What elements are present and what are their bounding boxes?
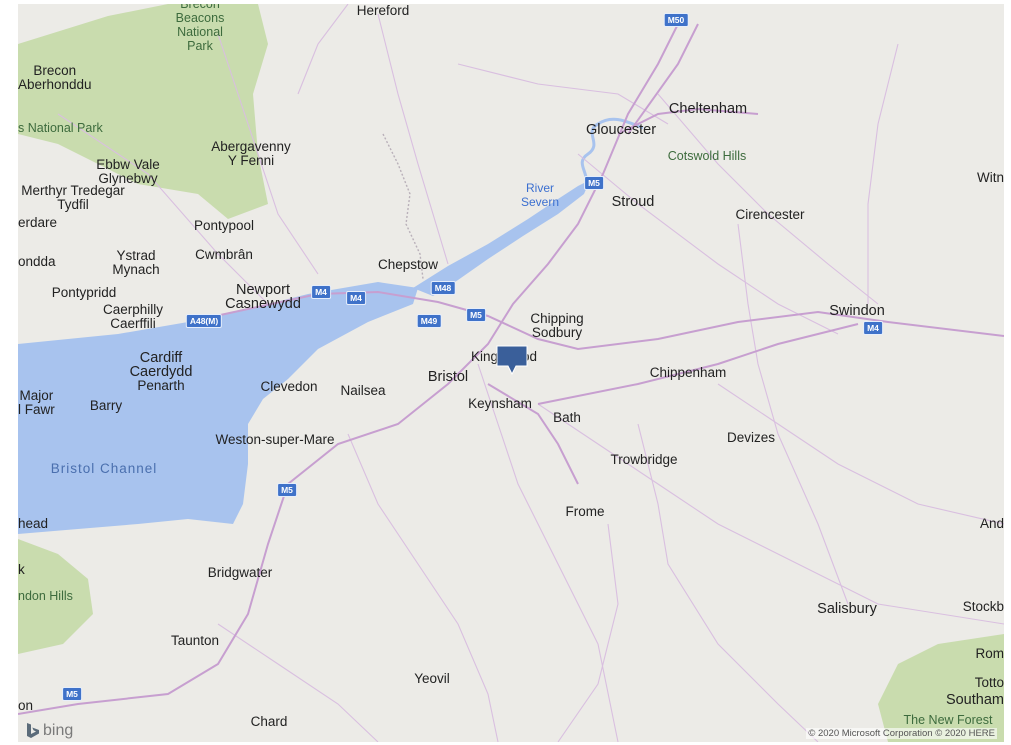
- place-label-totton: Totto: [974, 675, 1004, 690]
- place-label-pontypool: Pontypool: [193, 218, 255, 233]
- place-label-penarth: Penarth: [137, 378, 185, 393]
- a4-road: [537, 323, 859, 405]
- place-label-caerphilly: Caerphilly Caerffili: [102, 302, 164, 331]
- place-label-new-forest: The New Forest: [903, 713, 993, 727]
- bing-brand-text: bing: [43, 722, 74, 739]
- place-label-salisbury: Salisbury: [817, 601, 877, 617]
- place-label-gloucester: Gloucester: [585, 122, 657, 138]
- place-label-witney: Witn: [977, 170, 1004, 185]
- place-label-cardiff: Cardiff Caerdydd: [129, 350, 193, 380]
- place-label-chippenham: Chippenham: [649, 365, 727, 380]
- place-label-minehead: head: [18, 516, 49, 531]
- m4-newport-shield: M4: [311, 285, 331, 299]
- m4-severn-shield: M4: [346, 291, 366, 305]
- m4-swindon-shield: M4: [863, 321, 883, 335]
- place-label-aberdare: erdare: [18, 215, 58, 230]
- a40-road: [617, 107, 759, 135]
- place-label-abergavenny: Abergavenny Y Fenni: [211, 139, 291, 168]
- m50-shield: M50: [663, 13, 689, 27]
- new-forest-park-area: [878, 634, 1004, 742]
- place-label-southampton: Southam: [945, 692, 1004, 708]
- m5-motorway: [18, 23, 679, 715]
- place-label-keynsham: Keynsham: [468, 396, 532, 411]
- place-label-llantwit-major: Major l Fawr: [18, 388, 55, 417]
- place-label-tiverton: on: [18, 698, 34, 713]
- place-label-cheltenham: Cheltenham: [668, 101, 748, 117]
- place-label-andover: And: [979, 516, 1004, 531]
- place-label-stroud: Stroud: [611, 194, 655, 210]
- place-label-cirencester: Cirencester: [735, 207, 805, 222]
- bing-logo-icon: [27, 722, 39, 738]
- place-label-newport: Newport Casnewydd: [225, 282, 301, 312]
- map-attribution: © 2020 Microsoft Corporation © 2020 HERE: [806, 728, 997, 739]
- place-label-exmoor: k: [18, 562, 25, 577]
- place-label-chard: Chard: [250, 714, 288, 729]
- m5-bristol-shield: M5: [466, 308, 486, 322]
- river-severn-water: [580, 117, 644, 191]
- place-label-nailsea: Nailsea: [340, 383, 386, 398]
- place-label-merthyr-tydfil: Merthyr Tredegar Tydfil: [21, 183, 125, 212]
- place-label-romsey: Rom: [975, 646, 1004, 661]
- place-label-ebbw-vale: Ebbw Vale Glynebwy: [96, 157, 160, 186]
- border-line: [382, 133, 424, 280]
- severn-estuary-water: [413, 180, 590, 296]
- brecon-beacons-park-area: [18, 4, 268, 219]
- brendon-hills-park-area: [18, 539, 93, 654]
- place-label-national-park: s National Park: [18, 121, 103, 135]
- place-label-frome: Frome: [565, 504, 605, 519]
- a48m-shield: A48(M): [185, 314, 223, 328]
- place-label-brecon: Brecon Aberhonddu: [18, 63, 92, 92]
- place-label-taunton: Taunton: [170, 633, 220, 648]
- place-label-bristol-channel: Bristol Channel: [50, 461, 158, 476]
- place-label-clevedon: Clevedon: [260, 379, 318, 394]
- place-label-pontypridd: Pontypridd: [51, 285, 117, 300]
- place-label-river-severn: River Severn: [520, 181, 560, 209]
- m48-shield: M48: [430, 281, 456, 295]
- m5-tiverton-shield: M5: [62, 687, 82, 701]
- m50-motorway: [627, 23, 699, 135]
- place-label-trowbridge: Trowbridge: [610, 452, 678, 467]
- place-label-brecon-beacons-national-park: Brecon Beacons National Park: [175, 4, 225, 53]
- place-label-rhondda: ondda: [18, 254, 56, 269]
- place-label-cotswold-hills: Cotswold Hills: [667, 149, 747, 163]
- place-label-hereford: Hereford: [356, 4, 410, 18]
- location-pin-icon[interactable]: [496, 345, 528, 375]
- m49-shield: M49: [416, 314, 442, 328]
- bristol-channel-water: [18, 282, 418, 534]
- place-label-cwmbran: Cwmbrân: [195, 247, 253, 262]
- place-label-chipping-sodbury: Chipping Sodbury: [530, 311, 584, 340]
- place-label-yeovil: Yeovil: [414, 671, 450, 686]
- bing-logo[interactable]: bing: [26, 722, 73, 740]
- place-label-weston-super-mare: Weston-super-Mare: [215, 432, 335, 447]
- place-label-stockbridge: Stockb: [962, 599, 1004, 614]
- place-label-bath: Bath: [553, 410, 581, 425]
- place-label-devizes: Devizes: [726, 430, 776, 445]
- place-label-ystrad-mynach: Ystrad Mynach: [112, 248, 160, 277]
- m5-gloucester-shield: M5: [584, 176, 604, 190]
- place-label-chepstow: Chepstow: [377, 257, 439, 272]
- place-label-brendon-hills: ndon Hills: [18, 589, 73, 603]
- place-label-bristol: Bristol: [427, 369, 469, 385]
- place-label-bridgwater: Bridgwater: [207, 565, 273, 580]
- a36-road: [487, 383, 579, 485]
- place-label-barry: Barry: [89, 398, 123, 413]
- place-label-swindon: Swindon: [829, 303, 885, 319]
- map-base-layer: [18, 4, 1004, 742]
- m5-weston-shield: M5: [277, 483, 297, 497]
